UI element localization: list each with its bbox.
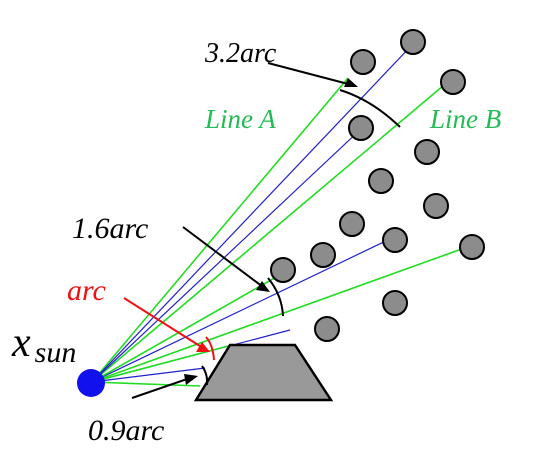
ray-blue-1 [91, 44, 413, 383]
label-arc-red: arc [67, 274, 106, 307]
gray-circle-icon [350, 49, 376, 75]
gray-circle-icon [440, 69, 466, 95]
gray-circle-icon [400, 29, 426, 55]
label-3-2arc: 3.2arc [204, 38, 277, 69]
arrowhead-0-9 [184, 374, 198, 385]
ray-green-4 [91, 271, 286, 383]
gray-circle-icon [270, 257, 296, 283]
label-1-6arc: 1.6arc [72, 212, 148, 245]
gray-circle-icon [414, 139, 440, 165]
gray-trapezoid-icon [193, 343, 334, 402]
arrow-0-9 [131, 377, 191, 399]
arrow-1-6 [182, 226, 264, 288]
label-line-b: Line B [429, 104, 501, 134]
arrowhead-arc-red [196, 342, 210, 352]
blue-dot-icon [77, 369, 105, 397]
gray-circle-icon [382, 290, 408, 316]
rays [91, 44, 471, 387]
arrow-3-2 [267, 62, 353, 86]
arc-3-2 [339, 89, 401, 128]
arrowhead-3-2 [344, 78, 358, 87]
gray-circle-icon [310, 242, 336, 268]
angle-arcs [201, 89, 401, 386]
arc-0-9 [201, 365, 209, 386]
ray-green-line-a [91, 77, 349, 383]
label-x-sun-base: x [11, 320, 31, 366]
label-line-a: Line A [204, 104, 276, 134]
label-x-sun-sub: sun [35, 336, 77, 369]
gray-circle-icon [382, 227, 408, 253]
label-0-9arc: 0.9arc [88, 414, 164, 447]
obstacle-circles [270, 29, 485, 342]
ray-green-line-b [91, 79, 451, 383]
ray-green-8 [91, 381, 201, 387]
arrowhead-1-6 [256, 281, 270, 292]
ray-blue-2 [91, 127, 363, 383]
gray-circle-icon [348, 115, 374, 141]
gray-circle-icon [314, 316, 340, 342]
arrow-arc-red [123, 297, 204, 349]
ray-blue-3 [91, 237, 393, 383]
arc-red [205, 336, 215, 361]
ray-green-5 [91, 245, 471, 383]
gray-circle-icon [423, 193, 449, 219]
label-x-sun: x sun [11, 320, 76, 369]
gray-circle-icon [368, 168, 394, 194]
arc-1-6 [267, 277, 284, 317]
pointer-arrows [123, 62, 358, 399]
labels: 3.2arc Line A Line B 1.6arc arc x sun 0.… [11, 38, 501, 447]
gray-circle-icon [459, 234, 485, 260]
ray-blue-9 [91, 367, 206, 383]
gray-circle-icon [339, 211, 365, 237]
